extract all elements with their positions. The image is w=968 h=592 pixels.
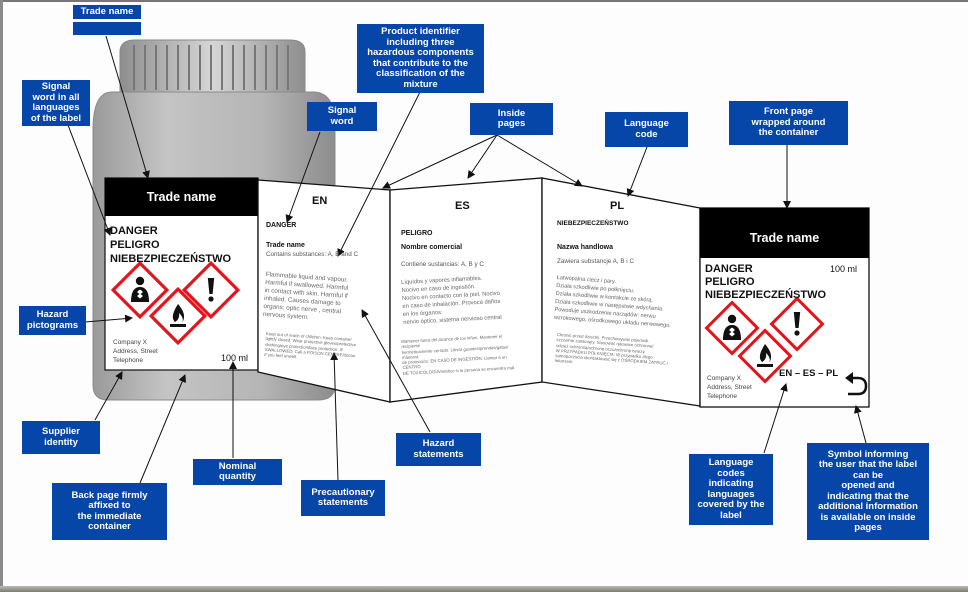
- bottle-signal-word-en: DANGER: [110, 225, 158, 237]
- bottle-back-label: [104, 177, 259, 371]
- callout-product-identifier: Product identifier including three hazar…: [357, 24, 484, 93]
- callout-signal-word: Signal word: [307, 102, 377, 131]
- bottle-supplier-address: Address, Street: [113, 348, 158, 355]
- fold-out-booklet: [257, 177, 870, 408]
- page-en-code: EN: [312, 195, 328, 207]
- front-supplier-address: Address, Street: [707, 384, 752, 391]
- frame-bottom-edge: [0, 586, 968, 592]
- frame-top-edge: [0, 0, 968, 2]
- callout-hazard-pictograms: Hazard pictograms: [19, 306, 86, 335]
- page-pl-trade-name: Nazwa handlowa: [557, 244, 614, 251]
- page-pl-substances: Zawiera substancje A, B i C: [557, 258, 634, 265]
- page-es-code: ES: [455, 200, 470, 212]
- callout-inside-pages: Inside pages: [470, 103, 553, 135]
- front-signal-word-es: PELIGRO: [705, 276, 755, 288]
- front-signal-word-pl: NIEBEZPIECZEŃSTWO: [705, 289, 827, 301]
- callout-precautionary-statements: Precautionary statements: [301, 480, 385, 516]
- bottle-signal-word-pl: NIEBEZPIECZEŃSTWO: [110, 253, 232, 265]
- page-en-trade-name: Trade name: [266, 242, 305, 249]
- page-en-hazard-statements: Flammable liquid and vapour. Harmful if …: [262, 271, 349, 322]
- bottle-trade-name: Trade name: [146, 190, 217, 204]
- bottle-nominal-quantity: 100 ml: [221, 353, 249, 363]
- page-en-substances: Contains substances: A, B and C: [266, 251, 359, 258]
- page-pl-hazard-statements: Łatwopalna ciecz i pary. Działa szkodliw…: [553, 274, 672, 330]
- page-es-trade-name: Nombre comercial: [401, 244, 463, 251]
- callout-back-page: Back page firmly affixed to the immediat…: [52, 483, 167, 540]
- page-es-substances: Contiene sustancias: A, B y C: [401, 261, 484, 268]
- page-es-signal: PELIGRO: [401, 230, 433, 237]
- callout-trade-name-bar: [73, 22, 141, 35]
- bottle-supplier-phone: Telephone: [113, 357, 143, 364]
- page-es-precautionary-statements: Mantener fuera del alcance de los niños.…: [401, 333, 516, 376]
- page-pl-signal: NIEBEZPIECZEŃSTWO: [557, 220, 629, 227]
- front-language-codes: EN – ES – PL: [779, 368, 839, 379]
- front-supplier-phone: Telephone: [707, 393, 737, 400]
- bottle-supplier-name: Company X: [113, 339, 147, 346]
- front-signal-word-en: DANGER: [705, 263, 753, 275]
- front-nominal-quantity: 100 ml: [830, 264, 858, 274]
- callout-nominal-quantity: Nominal quantity: [193, 459, 282, 485]
- callout-hazard-statements: Hazard statements: [396, 433, 481, 466]
- callout-fold-symbol: Symbol informing the user that the label…: [807, 443, 929, 540]
- fold-out-arrow-icon: [848, 376, 868, 396]
- frame-left-edge: [0, 0, 3, 592]
- callout-language-codes-covered: Language codes indicating languages cove…: [689, 454, 773, 525]
- callout-language-code: Language code: [605, 112, 688, 147]
- callout-trade-name: Trade name: [73, 5, 141, 19]
- callout-supplier-identity: Supplier identity: [22, 421, 100, 454]
- callout-front-page: Front page wrapped around the container: [729, 101, 848, 145]
- page-pl-code: PL: [610, 200, 625, 212]
- callout-signal-word-all-languages: Signal word in all languages of the labe…: [22, 80, 90, 126]
- front-supplier-name: Company X: [707, 375, 741, 382]
- front-trade-name: Trade name: [749, 231, 820, 245]
- page-en-signal: DANGER: [266, 222, 297, 229]
- page-es-hazard-statements: Líquidos y vapores inflamables. Nocivo e…: [401, 275, 502, 326]
- bottle-signal-word-es: PELIGRO: [110, 239, 160, 251]
